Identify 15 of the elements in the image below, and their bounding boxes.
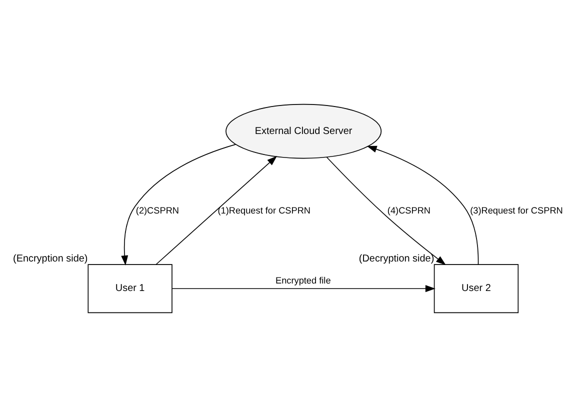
arrow — [326, 156, 446, 265]
arrow — [121, 144, 236, 266]
edge-label: Encrypted file — [276, 274, 331, 285]
edge-label: (4)CSPRN — [387, 205, 431, 216]
arrow — [366, 145, 479, 264]
node-label: (Encryption side) — [13, 253, 88, 264]
node-box: User 2 — [434, 264, 519, 313]
edge-label: (3)Request for CSPRN — [470, 205, 563, 216]
node-box: User 1 — [88, 264, 172, 313]
node-ellipse: External Cloud Server — [226, 103, 382, 158]
arrow — [156, 155, 277, 264]
edge-label: (2)CSPRN — [136, 205, 180, 216]
node-label: (Decryption side) — [358, 253, 434, 264]
edge-label: (1)Request for CSPRN — [218, 205, 311, 216]
arrow — [172, 284, 436, 292]
